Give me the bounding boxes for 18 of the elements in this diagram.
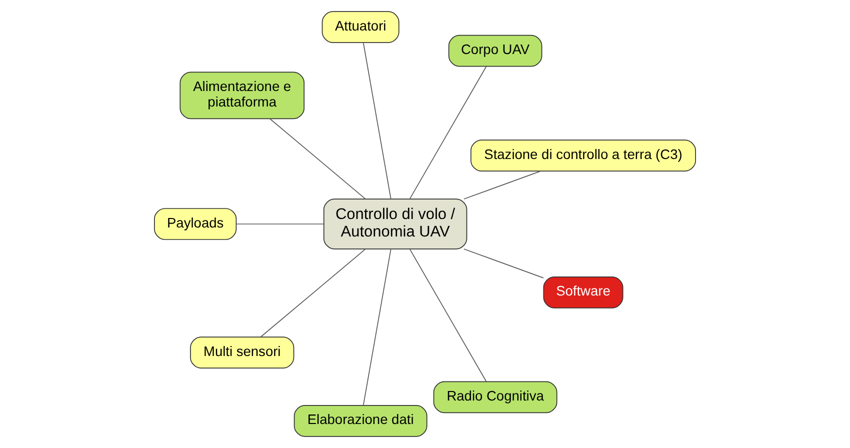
node-box: Radio Cognitiva bbox=[433, 381, 558, 414]
connector bbox=[362, 42, 392, 200]
node-box: Multi sensori bbox=[190, 336, 294, 368]
node-box: Controllo di volo / Autonomia UAV bbox=[323, 198, 468, 250]
node-box: Attuatori bbox=[322, 11, 400, 43]
connector bbox=[409, 248, 487, 382]
node-box: Elaborazione dati bbox=[294, 405, 428, 437]
connector bbox=[269, 118, 366, 200]
node-box: Software bbox=[543, 276, 624, 308]
node-box: Alimentazione e piattaforma bbox=[180, 72, 305, 120]
node-box: Payloads bbox=[154, 208, 237, 240]
connector bbox=[464, 170, 541, 200]
connector bbox=[409, 66, 487, 200]
connector bbox=[362, 248, 392, 406]
node-box: Stazione di controllo a terra (C3) bbox=[470, 140, 696, 172]
node-box: Corpo UAV bbox=[448, 34, 542, 67]
connector bbox=[260, 248, 366, 338]
connector bbox=[464, 248, 544, 278]
